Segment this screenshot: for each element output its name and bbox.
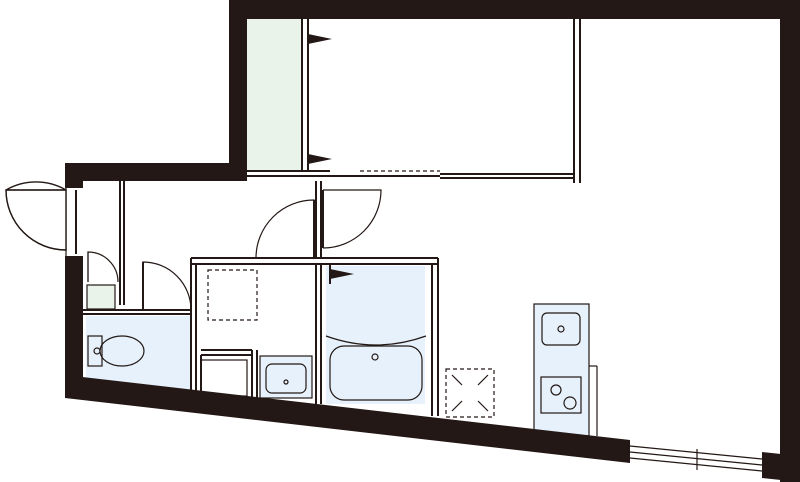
outer-walls <box>65 0 800 482</box>
doors <box>86 189 382 311</box>
room-door <box>322 189 382 249</box>
stove-icon <box>540 376 582 414</box>
balcony-area <box>247 19 302 171</box>
bottom-window <box>629 440 763 478</box>
interior-walls <box>83 19 581 416</box>
shoe-cabinet <box>87 285 115 310</box>
entrance-opening <box>65 188 83 256</box>
toilet-door <box>142 261 192 311</box>
fixtures <box>87 269 598 437</box>
washer-space-icon <box>207 269 258 321</box>
bathtub-icon <box>325 335 427 401</box>
sink-icon <box>259 355 313 399</box>
toilet-area <box>86 316 191 392</box>
entrance-door-swing <box>5 181 67 251</box>
kitchen-sink-icon <box>533 303 598 437</box>
washroom-door <box>255 199 315 259</box>
toilet-icon <box>87 335 145 367</box>
window-arrows <box>308 34 354 284</box>
ac-unit-icon <box>445 368 495 418</box>
shoe-cabinet-door <box>87 251 119 283</box>
wash-basin-area <box>260 356 312 398</box>
bathroom-area <box>326 266 425 404</box>
